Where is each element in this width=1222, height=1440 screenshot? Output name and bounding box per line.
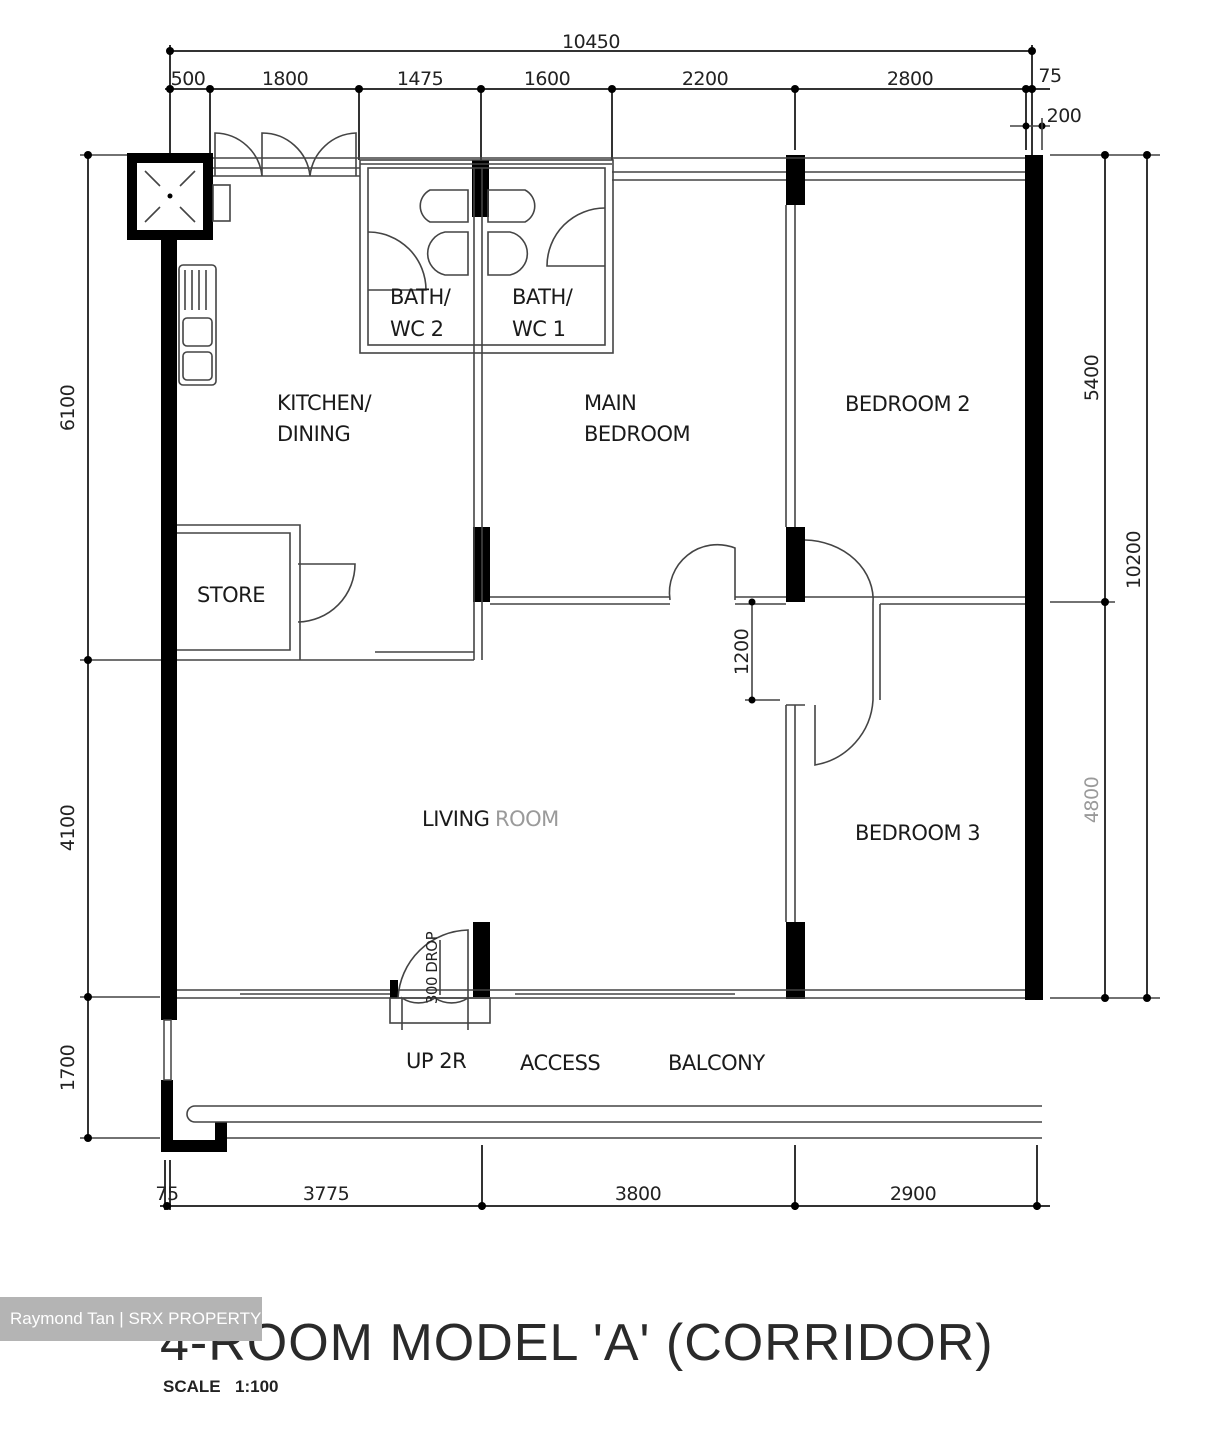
scale-value: 1:100 <box>235 1377 278 1396</box>
dim-top-500: 500 <box>171 68 206 90</box>
label-kitchen-line2: DINING <box>277 422 350 446</box>
label-access: ACCESS <box>520 1051 600 1075</box>
dim-right-total: 10200 <box>1123 531 1145 589</box>
label-balcony: BALCONY <box>668 1051 765 1075</box>
label-bedroom-2: BEDROOM 2 <box>845 392 970 416</box>
label-bedroom-3: BEDROOM 3 <box>855 821 980 845</box>
bottom-dimension-lines <box>160 1145 1050 1210</box>
interior-walls <box>177 159 1025 922</box>
dim-top-1800: 1800 <box>262 68 308 90</box>
dim-top-total: 10450 <box>562 31 620 53</box>
label-main-bedroom-line2: BEDROOM <box>584 422 690 446</box>
scale-label: SCALE <box>163 1377 221 1396</box>
structural-walls <box>127 153 1043 1152</box>
label-bath-wc2-line2: WC 2 <box>390 317 443 341</box>
dim-top-2800: 2800 <box>887 68 933 90</box>
dim-bottom-3775: 3775 <box>303 1183 349 1205</box>
label-bath-wc2-line1: BATH/ <box>390 285 452 309</box>
bottom-wall-corridor <box>177 929 1042 1139</box>
top-wall-windows <box>212 132 1025 222</box>
dim-right-4800: 4800 <box>1081 777 1103 823</box>
label-kitchen-line1: KITCHEN/ <box>277 391 372 415</box>
dim-top-200: 200 <box>1047 105 1082 127</box>
dim-bottom-75: 75 <box>155 1183 178 1205</box>
left-dimension-lines <box>80 151 170 1142</box>
label-living-line2: ROOM <box>495 807 559 831</box>
dim-top-2200: 2200 <box>682 68 728 90</box>
dim-bottom-2900: 2900 <box>890 1183 936 1205</box>
dim-top-75: 75 <box>1038 65 1061 87</box>
dim-corridor-1200: 1200 <box>731 629 753 675</box>
dim-right-5400: 5400 <box>1081 355 1103 401</box>
label-bath-wc1-line2: WC 1 <box>512 317 565 341</box>
dim-top-1600: 1600 <box>524 68 570 90</box>
label-living-line1: LIVING <box>422 807 489 831</box>
label-refuse-chute: 300 DROP <box>423 931 441 1004</box>
dim-top-1475: 1475 <box>397 68 443 90</box>
label-bath-wc1-line1: BATH/ <box>512 285 574 309</box>
dim-left-6100: 6100 <box>57 385 79 431</box>
label-up-2r: UP 2R <box>406 1049 466 1073</box>
top-dimension-lines <box>165 45 1050 160</box>
dim-bottom-3800: 3800 <box>615 1183 661 1205</box>
plan-title: 4-ROOM MODEL 'A' (CORRIDOR) <box>160 1314 994 1372</box>
dim-left-1700: 1700 <box>57 1045 79 1091</box>
right-dimension-lines <box>1050 151 1160 1002</box>
watermark-badge: Raymond Tan | SRX PROPERTY <box>0 1297 262 1341</box>
dim-left-4100: 4100 <box>57 805 79 851</box>
label-store: STORE <box>197 583 265 607</box>
label-main-bedroom-line1: MAIN <box>584 391 636 415</box>
